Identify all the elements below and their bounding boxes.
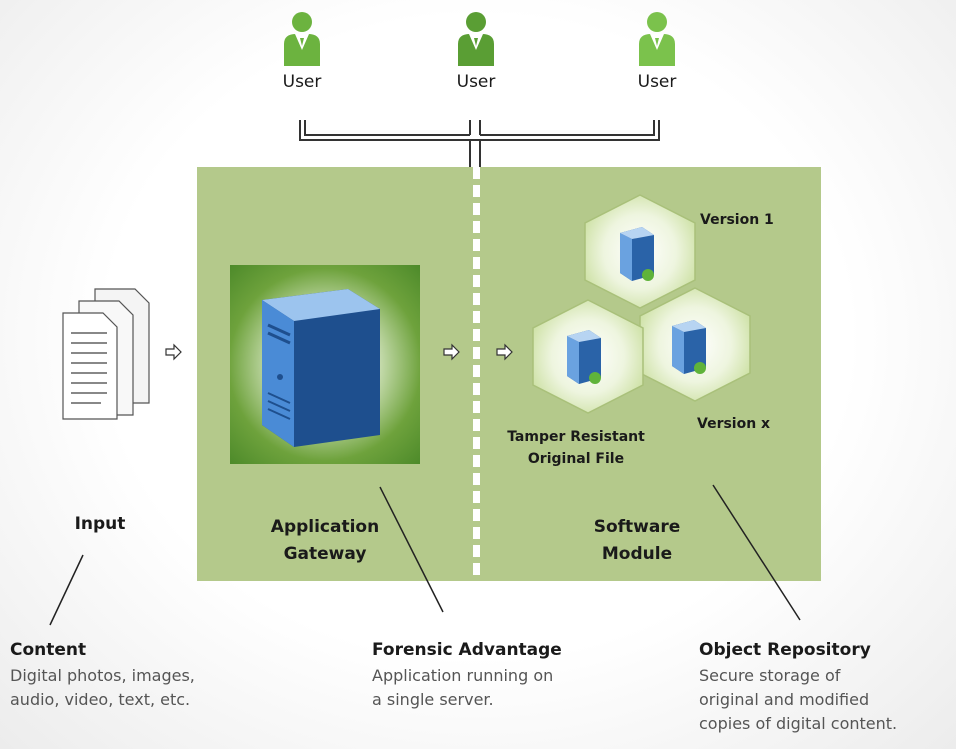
caption-line: audio, video, text, etc. <box>10 690 191 709</box>
caption-title: Forensic Advantage <box>372 640 562 660</box>
module-label-line-2: Module <box>601 544 673 564</box>
gateway-server-box <box>230 265 420 464</box>
version-1-label: Version 1 <box>700 212 774 228</box>
version-hexagons <box>532 194 751 414</box>
user-icon <box>458 12 494 66</box>
user-icon <box>639 12 675 66</box>
caption-content: Content Digital photos, images, audio, v… <box>10 640 270 712</box>
user-icon <box>284 12 320 66</box>
original-file-label: Tamper Resistant Original File <box>503 426 649 470</box>
gateway-label-line-1: Application <box>270 517 380 537</box>
module-label: Software Module <box>572 514 702 568</box>
user-label: User <box>637 72 677 92</box>
user-label: User <box>456 72 496 92</box>
user-label: User <box>282 72 322 92</box>
caption-forensic: Forensic Advantage Application running o… <box>372 640 632 712</box>
documents-icon <box>62 288 150 420</box>
original-file-line-1: Tamper Resistant <box>507 429 645 445</box>
caption-line: Secure storage of <box>699 666 841 685</box>
version-x-label: Version x <box>697 416 771 432</box>
user-2: User <box>436 10 516 92</box>
caption-line: Digital photos, images, <box>10 666 195 685</box>
user-1: User <box>262 10 342 92</box>
caption-title: Object Repository <box>699 640 871 660</box>
original-file-line-2: Original File <box>527 451 625 467</box>
caption-title: Content <box>10 640 87 660</box>
gateway-label: Application Gateway <box>250 514 400 568</box>
module-label-line-1: Software <box>593 517 681 537</box>
divider-line <box>473 167 480 581</box>
caption-line: original and modified <box>699 690 870 709</box>
input-label: Input <box>74 514 126 534</box>
caption-repository: Object Repository Secure storage of orig… <box>699 640 955 736</box>
server-icon <box>262 289 380 447</box>
caption-line: a single server. <box>372 690 494 709</box>
user-3: User <box>617 10 697 92</box>
caption-line: copies of digital content. <box>699 714 898 733</box>
caption-line: Application running on <box>372 666 554 685</box>
gateway-label-line-2: Gateway <box>283 544 367 564</box>
